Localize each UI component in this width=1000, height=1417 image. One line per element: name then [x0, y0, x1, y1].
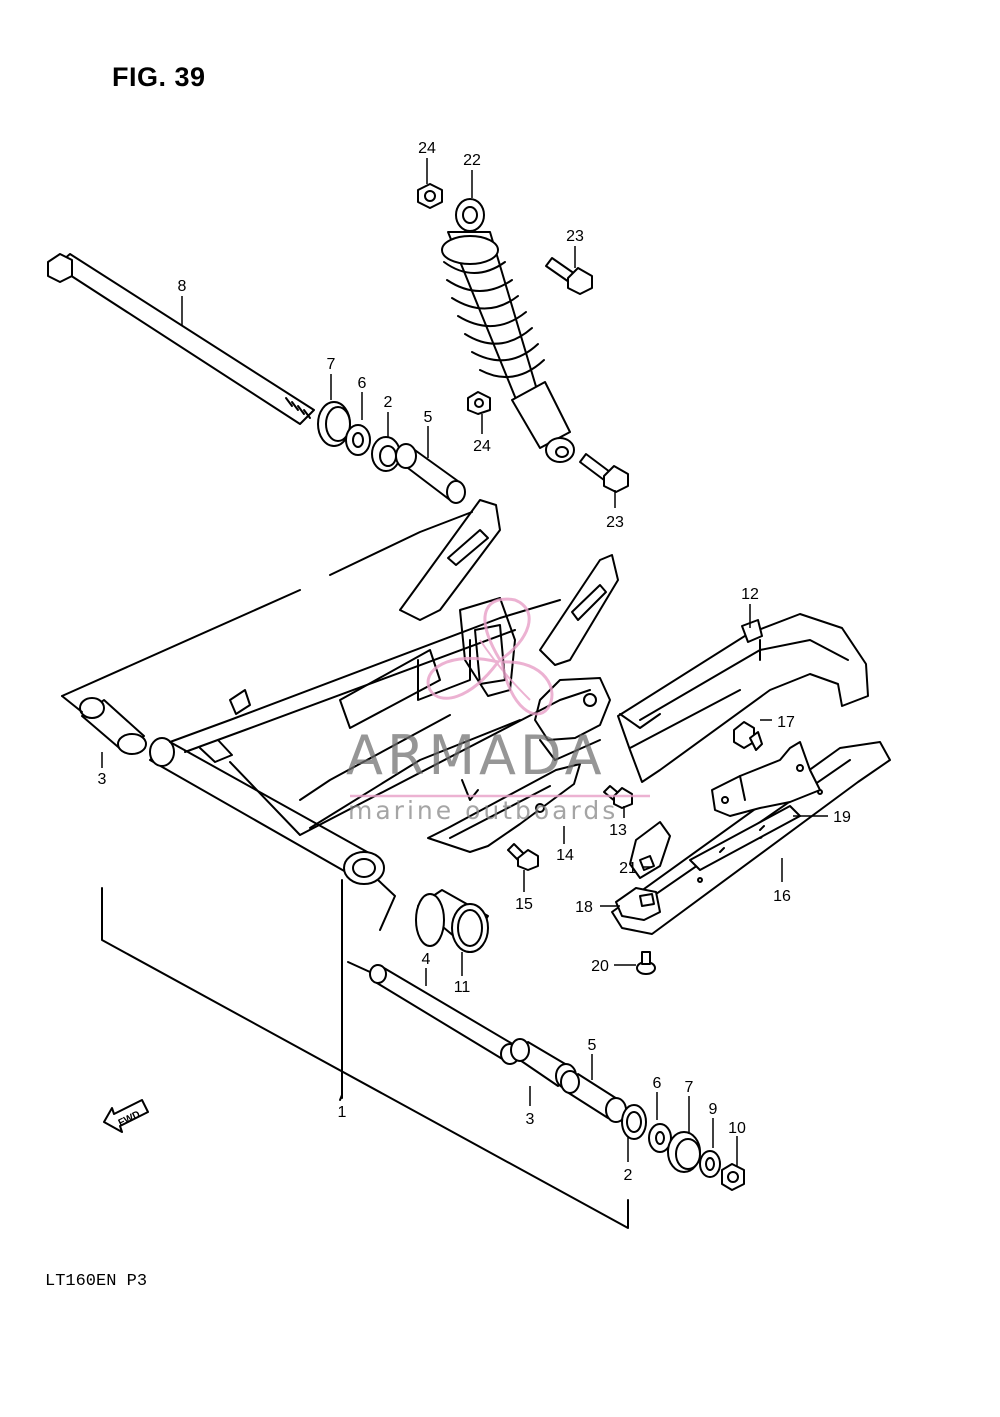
- swing-arm-bushing-left: [79, 697, 147, 755]
- callout-12: 12: [741, 586, 759, 603]
- skid-plate-bracket-19: [711, 741, 821, 817]
- fwd-arrow-icon: FWD: [103, 1099, 149, 1133]
- watermark-name: ARMADA: [346, 724, 606, 787]
- callout-labels: 24 22 23 8 7 6 2 5 24 23 12 17 19 13 14 …: [98, 140, 851, 1184]
- shock-nut-bottom: [467, 391, 491, 415]
- chain-tensioner: [427, 763, 581, 853]
- tensioner-bolt-15: [507, 843, 539, 871]
- callout-9: 9: [709, 1101, 718, 1118]
- pivot-bearing-set-top: [317, 401, 466, 504]
- callout-18: 18: [575, 899, 593, 916]
- callout-5-bottom: 5: [588, 1037, 597, 1054]
- callout-3-left: 3: [98, 771, 107, 788]
- shock-bolt-top: [545, 257, 593, 295]
- assembly-lines: [61, 511, 629, 1229]
- callout-2-top: 2: [384, 394, 393, 411]
- callout-1: 1: [338, 1104, 347, 1121]
- callout-23-top: 23: [566, 228, 584, 245]
- rear-shock-absorber: [441, 198, 575, 463]
- callout-10: 10: [728, 1120, 746, 1137]
- swing-arm: [149, 499, 619, 885]
- chain-case-bolt: [733, 721, 763, 751]
- callout-11: 11: [454, 979, 471, 996]
- shock-bolt-bottom: [579, 453, 629, 493]
- pivot-bearing-set-bottom: [369, 964, 745, 1191]
- callout-22: 22: [463, 152, 481, 169]
- callout-15: 15: [515, 896, 533, 913]
- dust-seal: [415, 889, 489, 953]
- callout-16: 16: [773, 888, 791, 905]
- shock-nut-top: [417, 183, 443, 209]
- callout-17: 17: [777, 714, 795, 731]
- watermark-logo-icon: [350, 597, 650, 798]
- callout-24-bottom: 24: [473, 438, 491, 455]
- callout-4: 4: [422, 951, 431, 968]
- callout-20: 20: [591, 958, 609, 975]
- chain-case: [617, 613, 869, 783]
- callout-7-bottom: 7: [685, 1079, 694, 1096]
- callout-6-top: 6: [358, 375, 367, 392]
- callout-24-top: 24: [418, 140, 436, 157]
- callout-5-top: 5: [424, 409, 433, 426]
- callout-19: 19: [833, 809, 851, 826]
- bracket-18: [615, 887, 661, 921]
- skid-plate-screw: [636, 951, 656, 975]
- leader-lines: [101, 158, 828, 1166]
- callout-23-bottom: 23: [606, 514, 624, 531]
- callout-21: 21: [619, 860, 637, 877]
- callout-8: 8: [178, 278, 187, 295]
- callout-3-bottom: 3: [526, 1111, 535, 1128]
- callout-2-bottom: 2: [624, 1167, 633, 1184]
- pivot-shaft: [47, 253, 315, 425]
- watermark-tagline: marine outboards: [348, 796, 619, 825]
- callout-13: 13: [609, 822, 627, 839]
- model-code: LT160EN P3: [45, 1272, 148, 1291]
- callout-7-top: 7: [327, 356, 336, 373]
- figure-title: FIG. 39: [112, 62, 206, 92]
- callout-14: 14: [556, 847, 574, 864]
- callout-6-bottom: 6: [653, 1075, 662, 1092]
